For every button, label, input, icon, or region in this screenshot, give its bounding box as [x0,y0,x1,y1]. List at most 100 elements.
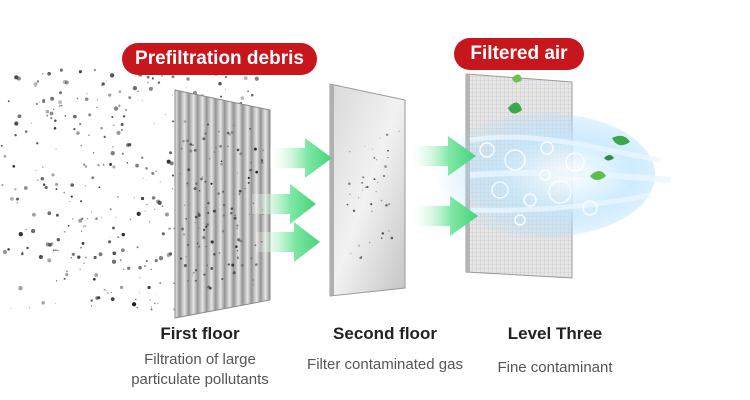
dust-particle [202,228,206,231]
dust-particle [161,232,165,236]
dust-particle [172,120,175,123]
dust-particle [194,215,198,219]
dust-particle [121,232,126,237]
dust-particle [41,73,44,75]
dust-particle [385,204,388,207]
dust-particle [90,305,93,307]
leaf-icon [590,171,606,180]
dust-particle [165,114,167,115]
dust-particle [203,273,206,276]
dust-particle [187,168,191,172]
dust-particle [204,132,207,135]
dust-particle [232,271,236,275]
dust-particle [44,185,48,190]
dust-particle [92,151,95,154]
dust-particle [385,133,389,137]
dust-particle [33,82,38,87]
dust-particle [42,166,44,168]
dust-particle [154,208,156,210]
dust-particle [126,162,129,164]
dust-particle [157,200,162,205]
dust-particle [91,211,92,213]
stage-title-first: First floor [160,324,240,343]
dust-particle [254,263,258,266]
dust-particle [189,149,193,153]
dust-particle [9,197,14,201]
dust-particle [186,182,189,185]
dust-particle [112,124,115,127]
dust-particle [109,162,113,166]
dust-particle [96,106,98,109]
dust-particle [153,302,156,305]
dust-particle [382,174,386,178]
dust-particle [98,186,101,189]
dust-particle [159,282,162,284]
dust-particle [80,145,82,147]
dust-particle [221,277,224,281]
dust-particle [118,90,122,94]
stage-desc-third: Fine contaminant [497,359,613,376]
dust-particle [198,189,201,192]
dust-particle [108,240,112,244]
dust-particle [145,179,147,181]
dust-particle [14,134,17,137]
dust-particle [236,148,240,152]
dust-particle [247,181,250,184]
dust-particle [231,263,235,267]
dust-particle [55,148,57,150]
dust-particle [150,308,153,311]
dust-particle [227,145,229,147]
dust-particle [194,269,198,272]
dust-particle [77,255,81,259]
dust-particle [72,218,74,220]
dust-particle [118,104,121,107]
dust-particle [255,170,259,174]
dust-particle [124,108,128,112]
dust-particle [51,173,55,177]
dust-particle [120,248,125,253]
dust-particle [236,250,239,252]
dust-particle [194,222,196,223]
dust-particle [153,123,155,125]
dust-particle [50,242,54,246]
dust-particle [63,191,66,194]
dust-particle [162,205,164,207]
dust-particle [128,143,132,147]
dust-particle [187,280,189,282]
dust-particle [148,86,153,91]
dust-particle [252,279,254,281]
dust-particle [373,156,376,159]
dust-particle [82,225,85,228]
dust-particle [236,224,239,227]
dust-particle [79,268,81,270]
dust-particle [17,114,22,119]
dust-particle [80,246,82,249]
dust-particle [14,188,17,191]
trapped-debris [179,120,265,290]
dust-particle [98,252,103,257]
dust-particle [36,142,39,145]
dust-particle [70,183,75,187]
dust-particle [220,160,223,163]
arrow-icon [270,138,332,178]
dust-particle [236,257,239,260]
dust-particle [7,248,10,251]
dust-particle [36,80,40,83]
dust-particle [173,227,175,230]
dust-particle [262,213,264,216]
dust-particle [16,202,18,204]
dust-particle [381,232,384,235]
dust-particle [18,232,23,237]
dust-particle [173,282,175,285]
dust-particle [62,79,67,85]
dust-particle [349,151,351,153]
dust-particle [186,77,190,81]
dust-particle [234,214,236,217]
dust-particle [207,211,210,215]
dust-particle [12,164,16,168]
dust-particle [95,296,99,300]
dust-particle [142,177,144,179]
dust-particle [144,210,146,212]
dust-particle [65,270,68,273]
